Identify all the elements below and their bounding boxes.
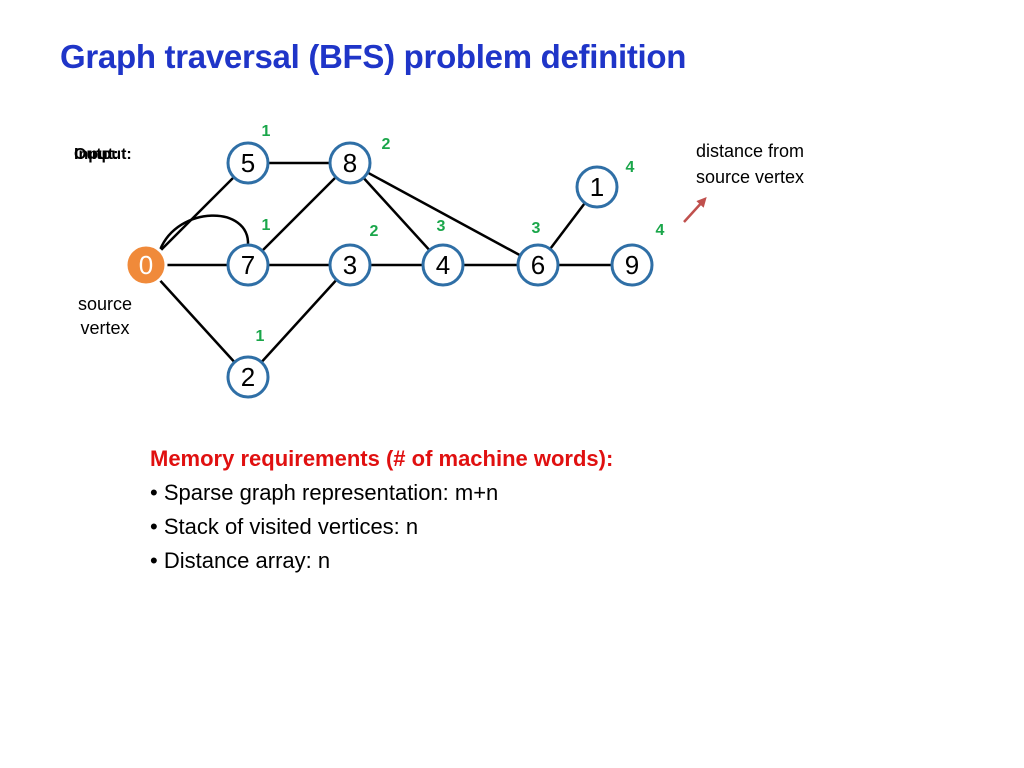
vertex-label: 5 <box>241 148 255 178</box>
vertex-label: 0 <box>139 250 153 280</box>
vertex-6: 6 <box>516 243 560 287</box>
vertex-label: 8 <box>343 148 357 178</box>
memory-requirements: Memory requirements (# of machine words)… <box>150 442 613 578</box>
distance-note: distance from source vertex <box>696 138 804 190</box>
vertex-label: 6 <box>531 250 545 280</box>
memory-item: • Distance array: n <box>150 548 331 573</box>
distance-label-5: 1 <box>262 123 271 140</box>
memory-item: • Stack of visited vertices: n <box>150 514 419 539</box>
vertex-circle <box>328 243 372 287</box>
vertex-label: 7 <box>241 250 255 280</box>
vertex-8: 8 <box>328 141 372 185</box>
distance-note-line: distance from <box>696 141 805 161</box>
distance-arrow <box>683 197 707 223</box>
vertex-label: 3 <box>343 250 357 280</box>
vertex-9: 9 <box>610 243 654 287</box>
vertex-label: 1 <box>590 172 604 202</box>
vertex-7: 7 <box>226 243 270 287</box>
source-note-line: vertex <box>80 318 130 338</box>
vertex-circle <box>226 243 270 287</box>
distance-label-6: 3 <box>532 220 541 237</box>
vertex-circle <box>421 243 465 287</box>
source-note-line: source <box>78 294 133 314</box>
edge-0-2 <box>145 264 249 378</box>
vertex-0: 0 <box>124 243 168 287</box>
input-label: Input: <box>74 146 119 163</box>
edge-0-7-curve <box>158 214 250 251</box>
memory-heading: Memory requirements (# of machine words)… <box>150 446 614 471</box>
distance-label-8: 2 <box>382 136 391 153</box>
vertex-label: 2 <box>241 362 255 392</box>
distance-label-7: 1 <box>262 217 271 234</box>
slide-title: Graph traversal (BFS) problem definition <box>60 38 687 75</box>
vertex-label: 9 <box>625 250 639 280</box>
vertex-circle <box>226 141 270 185</box>
edge-8-6 <box>349 161 539 267</box>
vertex-circle <box>328 141 372 185</box>
vertex-3: 3 <box>328 243 372 287</box>
vertex-circle <box>575 165 619 209</box>
distance-label-1: 4 <box>626 159 635 176</box>
vertex-1: 1 <box>575 165 619 209</box>
vertex-4: 4 <box>421 243 465 287</box>
output-label: Output: <box>74 146 132 163</box>
vertex-label: 4 <box>436 250 450 280</box>
distance-note-line: source vertex <box>696 167 805 187</box>
distance-label-2: 1 <box>256 328 265 345</box>
vertex-circle <box>226 355 270 399</box>
memory-item: • Sparse graph representation: m+n <box>150 480 499 505</box>
vertex-circle <box>516 243 560 287</box>
distance-label-3: 2 <box>370 223 379 240</box>
distance-label-9: 4 <box>656 222 665 239</box>
edge-8-4 <box>349 162 444 266</box>
vertex-5: 5 <box>226 141 270 185</box>
distance-label-4: 3 <box>437 218 446 235</box>
vertex-circle <box>124 243 168 287</box>
edge-0-5 <box>145 162 249 266</box>
vertex-2: 2 <box>226 355 270 399</box>
edge-3-2 <box>247 264 351 378</box>
edge-8-7 <box>247 162 351 266</box>
vertex-circle <box>610 243 654 287</box>
source-vertex-note: source vertex <box>78 292 132 340</box>
